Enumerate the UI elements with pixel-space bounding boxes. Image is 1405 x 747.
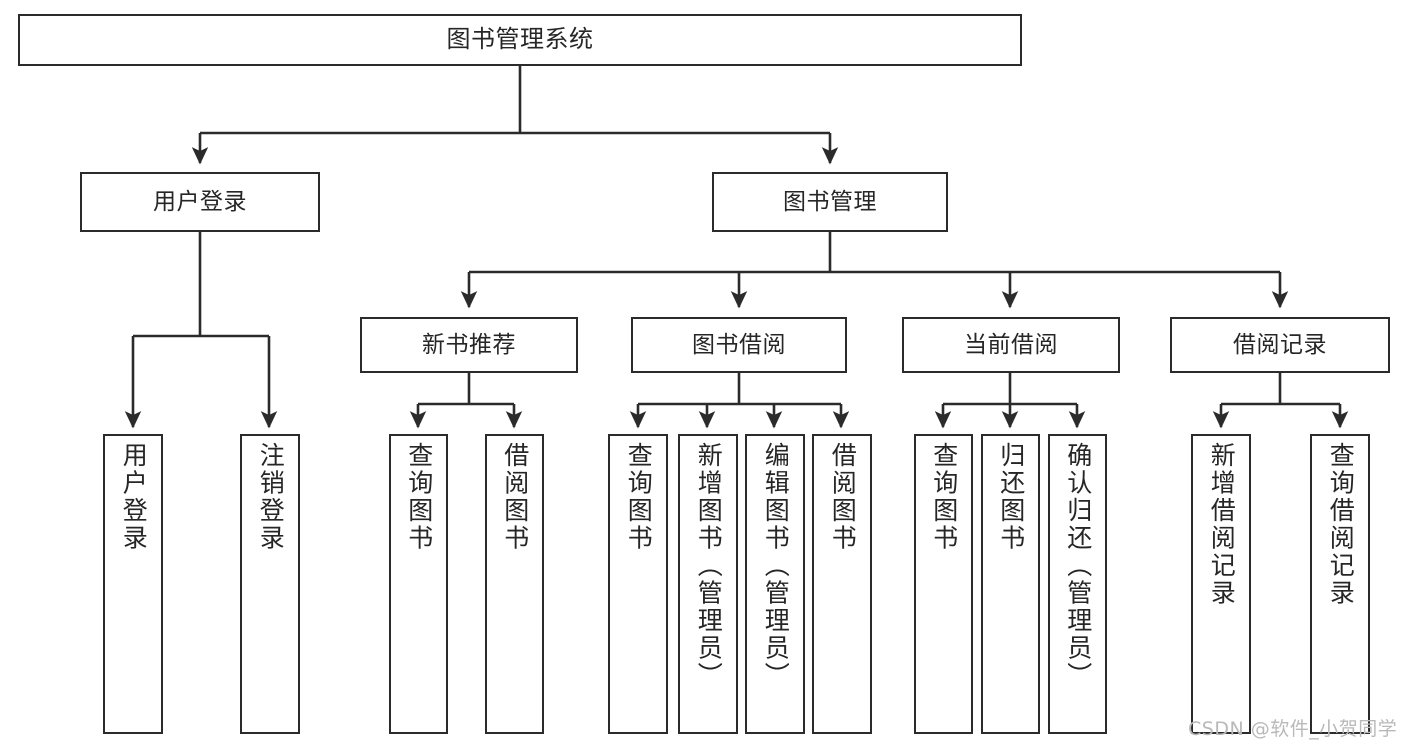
node-book-management[interactable]: 图书管理: [712, 172, 948, 232]
node-label: 新增图书（管理员）: [694, 442, 724, 690]
leaf-current-return-books[interactable]: 归还图书: [981, 434, 1040, 734]
node-book-borrowing[interactable]: 图书借阅: [631, 317, 847, 373]
leaf-new-book-borrow-books[interactable]: 借阅图书: [485, 434, 544, 734]
node-label: 图书管理系统: [446, 25, 594, 54]
node-label: 归还图书: [996, 442, 1026, 552]
node-label: 注销登录: [256, 442, 286, 552]
leaf-user-login-login[interactable]: 用户登录: [103, 434, 163, 734]
node-label: 当前借阅: [964, 331, 1058, 358]
node-label: 借阅记录: [1233, 331, 1327, 358]
node-new-book-recommendation[interactable]: 新书推荐: [360, 317, 578, 373]
leaf-new-book-query-books[interactable]: 查询图书: [389, 434, 448, 734]
node-current-borrowing[interactable]: 当前借阅: [902, 317, 1120, 373]
node-label: 用户登录: [153, 188, 247, 215]
leaf-borrowing-query-books[interactable]: 查询图书: [608, 434, 668, 734]
node-label: 编辑图书（管理员）: [761, 442, 791, 690]
node-label: 借阅图书: [500, 442, 530, 552]
leaf-records-add-record[interactable]: 新增借阅记录: [1191, 434, 1251, 734]
node-label: 确认归还（管理员）: [1063, 442, 1093, 690]
leaf-user-login-logout[interactable]: 注销登录: [240, 434, 300, 734]
leaf-current-confirm-return-admin[interactable]: 确认归还（管理员）: [1048, 434, 1107, 734]
csdn-watermark: CSDN @软件_小贺同学: [1188, 718, 1398, 740]
node-label: 新书推荐: [422, 331, 516, 358]
node-label: 借阅图书: [828, 442, 858, 552]
node-label: 用户登录: [119, 442, 149, 552]
node-user-login[interactable]: 用户登录: [80, 172, 320, 232]
node-label: 图书管理: [783, 188, 877, 215]
node-label: 新增借阅记录: [1207, 442, 1237, 607]
node-label: 查询图书: [404, 442, 434, 552]
node-label: 图书借阅: [692, 331, 786, 358]
node-label: 查询图书: [929, 442, 959, 552]
node-borrowing-records[interactable]: 借阅记录: [1170, 317, 1390, 373]
leaf-current-query-books[interactable]: 查询图书: [914, 434, 973, 734]
leaf-borrowing-add-book-admin[interactable]: 新增图书（管理员）: [678, 434, 738, 734]
leaf-borrowing-borrow-books[interactable]: 借阅图书: [812, 434, 872, 734]
node-label: 查询借阅记录: [1326, 442, 1356, 607]
leaf-borrowing-edit-book-admin[interactable]: 编辑图书（管理员）: [745, 434, 805, 734]
node-label: 查询图书: [624, 442, 654, 552]
node-root-book-management-system[interactable]: 图书管理系统: [18, 14, 1022, 66]
leaf-records-query-record[interactable]: 查询借阅记录: [1310, 434, 1370, 734]
